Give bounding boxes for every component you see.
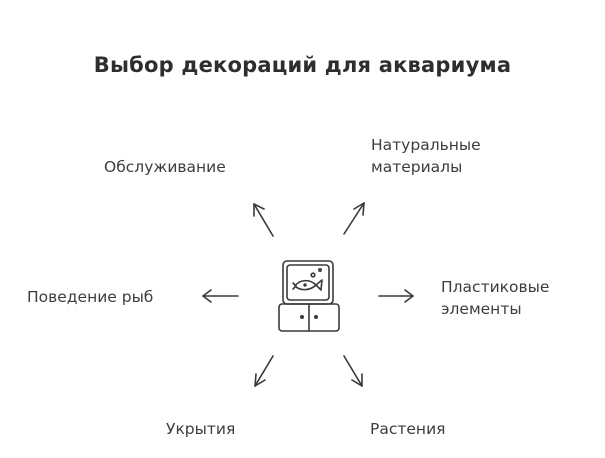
label-line: элементы: [441, 300, 522, 318]
label-line: Укрытия: [166, 420, 236, 438]
branch-label-service: Обслуживание: [104, 156, 226, 178]
branch-label-shelter: Укрытия: [166, 418, 235, 440]
arrow-to-behavior: [202, 289, 239, 303]
label-line: Обслуживание: [104, 158, 226, 176]
label-line: Растения: [370, 420, 446, 438]
arrow-to-service: [253, 203, 274, 237]
branch-label-plants: Растения: [370, 418, 445, 440]
arrow-to-shelter: [254, 355, 274, 387]
arrow-to-plastic: [378, 289, 414, 303]
label-line: Натуральные: [371, 136, 481, 154]
label-line: Пластиковые: [441, 278, 550, 296]
label-line: материалы: [371, 158, 463, 176]
label-line: Поведение рыб: [27, 288, 154, 306]
branch-label-natural: Натуральные материалы: [371, 134, 481, 178]
arrow-to-natural: [343, 202, 365, 235]
branch-label-plastic: Пластиковые элементы: [441, 276, 549, 320]
branch-label-behavior: Поведение рыб: [27, 286, 153, 308]
diagram-title: Выбор декораций для аквариума: [93, 53, 512, 77]
aquarium-icon: [278, 260, 340, 332]
arrow-to-plants: [343, 355, 363, 387]
